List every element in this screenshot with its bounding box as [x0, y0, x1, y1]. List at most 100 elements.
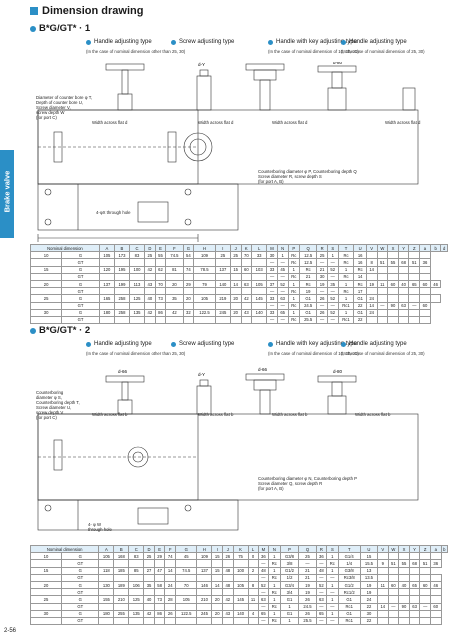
table-cell: Rc1/2 [337, 588, 361, 597]
table-cell: 25 [29, 294, 63, 303]
table-cell: Rc [353, 265, 367, 274]
table-header: D [144, 243, 156, 253]
table-header: Y [408, 544, 421, 554]
table-cell: 130 [98, 580, 115, 590]
table-cell: 3/4 [279, 588, 300, 597]
table-cell: — [276, 287, 289, 296]
s1-width-flat-3: Width across flat d [272, 120, 308, 125]
table-cell: 4 [247, 609, 259, 618]
table-cell: — [266, 315, 278, 325]
table-header: C [128, 544, 145, 554]
table-cell: 51 [408, 258, 421, 267]
table-header: H [193, 243, 216, 253]
table-cell [154, 258, 167, 267]
table-cell: 2 [247, 566, 259, 575]
table-cell: 100 [232, 566, 249, 575]
table-cell: 55 [387, 258, 399, 267]
table-cell [214, 301, 231, 310]
table-cell [113, 258, 130, 267]
table-cell: 54 [182, 251, 195, 260]
s2-type-3: Handle adjusting type (In the case of no… [341, 341, 425, 356]
table-header: Z [408, 243, 421, 253]
s2-through-hole-note: 4- φ W through hole [88, 522, 112, 532]
page-number: 2-56 [4, 628, 17, 634]
table-cell: 113 [128, 279, 146, 289]
table-cell: 105 [193, 294, 216, 303]
table-cell: 1 [337, 265, 355, 274]
table-cell [113, 588, 130, 597]
table-cell: — [266, 301, 278, 310]
table-cell [377, 566, 389, 575]
table-header: b [440, 544, 449, 554]
table-cell: Rc1 [337, 301, 355, 310]
table-cell [182, 287, 195, 296]
table-cell: 52 [326, 265, 339, 274]
table-cell: Rc [337, 251, 355, 260]
table-cell: 60 [419, 279, 431, 289]
s1-type-0: Handle adjusting type (In the case of no… [86, 39, 185, 54]
table-cell: 12.5 [299, 251, 318, 260]
table-cell: 37 [266, 279, 278, 289]
s1-type-3: Handle adjusting type (In the case of no… [341, 39, 425, 54]
table-cell: 40 [144, 294, 156, 303]
table-cell [182, 315, 195, 325]
s1-type-2-label: Handle with key adjusting type [276, 39, 358, 45]
table-cell: 137 [98, 279, 115, 289]
table-cell [408, 251, 421, 260]
table-cell [113, 301, 130, 310]
table-header: F [164, 544, 176, 554]
table-cell: 20 [182, 294, 195, 303]
table-cell: 16 [353, 258, 367, 267]
table-cell: 135 [128, 308, 146, 317]
table-cell: 180 [98, 308, 115, 317]
table-cell: 1 [326, 566, 339, 575]
table-cell [240, 301, 253, 310]
table-cell [29, 602, 63, 611]
table-cell [397, 287, 410, 296]
table-cell [229, 315, 242, 325]
table-cell: — [326, 258, 339, 267]
table-cell: 63 [408, 602, 421, 611]
table-cell: 199 [113, 279, 130, 289]
table-cell [229, 258, 242, 267]
table-cell [214, 287, 231, 296]
table-cell: 1 [268, 580, 281, 590]
table-cell: 15.5 [359, 559, 379, 568]
table-cell: 125 [128, 294, 146, 303]
table-cell: 109 [196, 552, 213, 561]
table-cell: G [61, 265, 100, 274]
table-cell: 26 [316, 294, 328, 303]
table-cell: 122.5 [193, 308, 216, 317]
table-header: I [214, 243, 231, 253]
table-cell [398, 552, 410, 561]
table-header: T [337, 544, 361, 554]
table-cell [165, 258, 184, 267]
table-cell: 24 [359, 595, 379, 604]
table-cell: G [61, 566, 100, 575]
table-cell [429, 609, 442, 618]
s1-counterbore-right-note: Counterboring diameter φ P, Counterborin… [258, 169, 357, 184]
table-cell [196, 588, 213, 597]
table-cell [128, 272, 146, 281]
table-cell: G1/4 [337, 552, 361, 561]
table-header: J [229, 243, 242, 253]
table-cell: 65 [315, 609, 328, 618]
table-cell: 15 [211, 566, 223, 575]
table-cell [376, 308, 389, 317]
table-cell: 1 [326, 595, 339, 604]
table-cell: — [266, 258, 278, 267]
table-cell: 1 [279, 602, 300, 611]
table-cell: 3/8 [279, 559, 300, 568]
s1-width-flat-2: Width across flat d [198, 120, 234, 125]
table-cell: 245 [196, 609, 213, 618]
table-cell [240, 258, 253, 267]
table-cell: 74.5 [165, 251, 184, 260]
table-cell: 25 [143, 552, 155, 561]
table-cell: 105 [98, 552, 115, 561]
table-header: b [429, 243, 442, 253]
table-cell: 19 [359, 588, 379, 597]
table-cell [398, 566, 410, 575]
s1-type-2-note: (In the case of nominal dimension of 10,… [268, 49, 359, 54]
